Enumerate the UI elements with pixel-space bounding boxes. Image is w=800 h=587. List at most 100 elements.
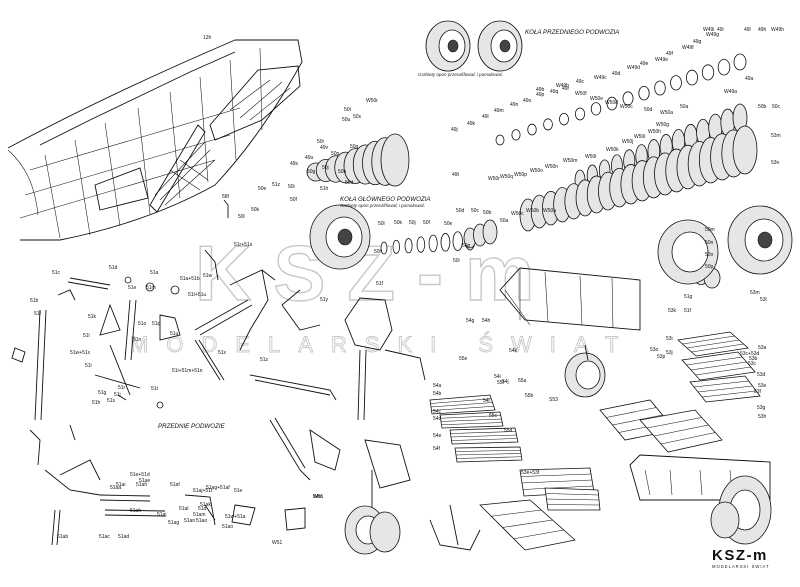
label-fuselage-58f: 58f — [222, 194, 230, 200]
part-label-bay-parts: 54j — [502, 379, 509, 385]
part-label-strut-lower: 51ah — [136, 482, 147, 488]
part-label-front-wheel-hub: 49u — [305, 155, 314, 161]
part-label-front-wheel-low: W50o — [530, 168, 543, 174]
part-label-main-wheel-right: 50n — [705, 240, 714, 246]
part-label-strut-parts: 51w+51x — [70, 350, 91, 356]
part-label-door-parts: 53d — [757, 372, 766, 378]
part-label-front-wheel-mid: W50a — [660, 110, 673, 116]
part-label-front-wheel-top: 49f — [666, 51, 674, 57]
logo-sub: MODELARSKI ŚWIAT — [712, 564, 770, 569]
part-label-door-parts: 53c+53d — [740, 351, 760, 357]
part-label-bay-parts: 54g — [466, 318, 475, 324]
door-panel — [639, 409, 723, 453]
part-label-strut-parts: 51t+51u — [188, 292, 206, 298]
part-label-strut-parts: 51d — [109, 265, 118, 271]
part-label-front-wheel-top: W49d — [627, 65, 640, 71]
part-label-strut-parts: 51r — [118, 385, 126, 391]
part-label-misc: 51e — [234, 488, 243, 494]
ksz-m-logo: KSZ-m MODELARSKI ŚWIAT — [712, 547, 770, 569]
front-gear-strut: PRZEDNIE PODWOZIE — [11, 249, 321, 546]
note-front-wheels: Grzbiety opon przeszlifować i pomalować. — [418, 72, 504, 77]
part-label-strut-lower: 51ai — [116, 482, 125, 488]
part-label-door-parts: 53m — [750, 290, 760, 296]
part-label-main-wheel-right: 50o — [705, 252, 714, 258]
part-label-front-wheel-top: W49c — [594, 75, 607, 81]
part-label-main-wheel-right: 50p — [705, 264, 714, 270]
part-label-strut-lower: 51ao — [196, 518, 207, 524]
part-label-door-parts: 53l — [760, 297, 767, 303]
part-label-main-wheel-upper: 50e — [258, 186, 267, 192]
part-label-front-wheel-hub: 49v — [320, 145, 329, 151]
part-label-door-parts: 53j — [666, 350, 673, 356]
part-label-strut-parts: 51z — [260, 357, 269, 363]
part-label-door-parts: 53c — [748, 361, 757, 367]
part-label-strut-parts: 51i+51m+51n — [172, 368, 203, 374]
part-label-front-wheel-mid: 49n — [510, 102, 519, 108]
part-label-strut-parts: 51n — [133, 337, 142, 343]
part-label-main-wheel-upper: 51z — [272, 182, 281, 188]
main-wheels-group: KOŁA GŁÓWNEGO PODWOZIA Grzbiety opon prz… — [309, 196, 793, 285]
part-label-front-wheel-top: 49c — [576, 79, 585, 85]
part-label-main-wheel-lower: 50e — [444, 221, 453, 227]
part-label-strut-lower: 51ae — [139, 478, 150, 484]
part-label-front-wheel-mid: 50d — [644, 107, 653, 113]
part-label-main-wheel-lower: 50f — [423, 220, 431, 226]
part-label-main-wheel-lower: W50c — [511, 211, 524, 217]
part-label-main-wheel-upper: 50p — [331, 151, 340, 157]
part-label-bay-parts: 54l — [483, 398, 490, 404]
part-label-front-wheel-hub: 49t — [452, 172, 460, 178]
part-label-front-wheel-low: W50j — [622, 139, 633, 145]
gear-doors — [429, 331, 761, 551]
part-label-strut-parts: 51x — [218, 350, 227, 356]
front-wheel-disc-stacks — [306, 53, 758, 289]
part-label-front-wheel-mid: W50d — [605, 100, 618, 106]
part-label-front-wheel-top: W49e — [655, 57, 668, 63]
part-label-strut-lower: 51ad — [118, 534, 129, 540]
part-label-strut-parts: 51s — [107, 398, 116, 404]
part-label-strut-lower: 51an — [184, 518, 195, 524]
part-label-main-wheel-lower: 50k — [394, 220, 403, 226]
part-label-bay-parts: 54c — [433, 409, 442, 415]
part-label-door-parts: 53e — [758, 383, 767, 389]
part-label-strut-lower: 51ac — [99, 534, 110, 540]
part-label-main-wheel-lower: 50j — [409, 220, 416, 226]
title-front-wheels: KOŁA PRZEDNIEGO PODWOZIA — [525, 29, 619, 36]
part-label-bay-parts: 54k — [509, 348, 518, 354]
part-label-strut-parts: 51ag+51af — [206, 485, 230, 491]
part-label-front-wheel-top: 49h — [758, 27, 767, 33]
part-label-strut-lower: 51am — [193, 512, 206, 518]
part-label-bay-parts: 54i — [494, 374, 501, 380]
part-label-main-wheel-upper: 51h — [320, 186, 329, 192]
part-label-strut-parts: 51c — [52, 270, 61, 276]
part-label-front-wheel-top: 49e — [640, 61, 649, 67]
part-label-door-parts: 53k — [668, 308, 677, 314]
part-label-front-wheel-mid: 49r — [562, 86, 570, 92]
part-label-front-wheel-mid: 49k — [467, 121, 476, 127]
part-label-misc: 51ao — [222, 524, 233, 530]
part-label-door-parts: 53h — [758, 414, 767, 420]
part-label-front-wheel-low: W50m — [563, 158, 577, 164]
main-gear-struts — [249, 297, 481, 555]
part-label-front-wheel-low: W50l — [585, 154, 596, 160]
part-label-front-wheel-mid: 49m — [494, 108, 504, 114]
part-label-front-wheel-mid: 50b — [758, 104, 767, 110]
part-label-strut-lower: 51ak — [200, 502, 211, 508]
part-label-strut-lower: 51ag — [168, 520, 179, 526]
part-label-front-wheel-mid: 49q — [550, 89, 559, 95]
part-label-strut-parts: 51e — [128, 285, 137, 291]
part-label-front-wheel-top: W49i — [703, 27, 714, 33]
part-label-front-wheel-mid: 49o — [523, 98, 532, 104]
part-label-bay-parts: 54b — [433, 391, 442, 397]
part-label-main-wheel-lower: 50c — [471, 208, 480, 214]
part-label-door-parts: 53a — [758, 345, 767, 351]
part-label-front-wheel-top: 49g — [693, 39, 702, 45]
part-label-main-wheel-upper: 50u — [342, 117, 351, 123]
part-label-main-wheel-upper: 50t — [344, 107, 352, 113]
fuselage-drawing: 12h 58f — [7, 35, 303, 241]
part-label-front-wheel-mid: 50a — [680, 104, 689, 110]
part-label-misc: 51aj+51t — [193, 488, 213, 494]
part-label-front-wheel-mid: 49j — [451, 127, 458, 133]
door-panel — [479, 499, 576, 551]
part-label-front-wheel-mid: 50c — [772, 104, 781, 110]
part-label-front-wheel-top: 49d — [612, 71, 621, 77]
